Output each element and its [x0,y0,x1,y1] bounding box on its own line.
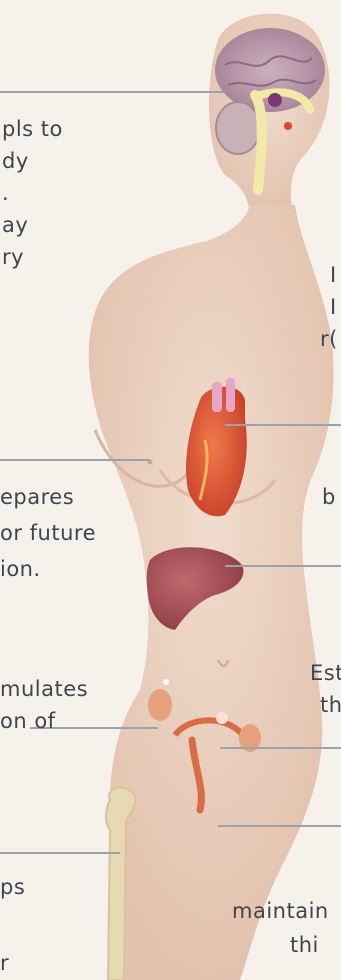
ovary-label-line-1: mulates [0,676,88,702]
bone-label-line-2: r [0,950,9,976]
breast-label-line-3: ion. [0,556,41,582]
right-top-label-line-2: I [330,294,337,320]
right-top-label-line-1: I [330,262,337,288]
bone-label-line-1: ps [0,874,25,900]
uterus-label-line-2: th [320,692,341,718]
heart-label: b [322,484,336,510]
breast-label-line-2: or future [0,520,96,546]
brain-label-line-2: dy [2,148,29,174]
brain-label-line-5: ry [2,244,24,270]
uterus-label-line-1: Est [310,660,341,686]
bottom-label-line-2: thi [290,932,319,958]
brain-label-line-4: ay [2,212,28,238]
ovary-label-line-2: on of [0,708,56,734]
brain-label-line-1: pls to [2,116,63,142]
right-top-label-line-3: r( [320,326,338,352]
breast-label-line-1: epares [0,484,74,510]
bottom-label-line-1: maintain [232,898,329,924]
brain-label-line-3: . [2,180,9,206]
